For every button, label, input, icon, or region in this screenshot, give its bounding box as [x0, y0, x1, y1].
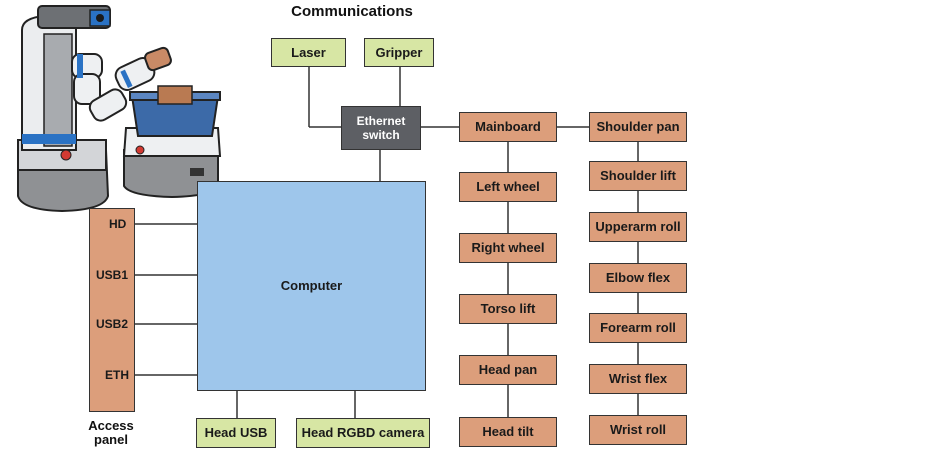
mainboard-box: Mainboard — [459, 112, 557, 142]
gripper-box: Gripper — [364, 38, 434, 67]
port-eth-label: ETH — [105, 368, 129, 382]
shoulder-pan-box: Shoulder pan — [589, 112, 687, 142]
laser-box: Laser — [271, 38, 346, 67]
torso-lift-box: Torso lift — [459, 294, 557, 324]
head-usb-box: Head USB — [196, 418, 276, 448]
access-panel-caption-line1: Access — [88, 418, 134, 433]
access-panel-caption-line2: panel — [94, 432, 128, 447]
ethernet-switch-line2: switch — [362, 128, 400, 142]
head-tilt-box: Head tilt — [459, 417, 557, 447]
port-usb2-label: USB2 — [96, 317, 129, 331]
wrist-roll-box: Wrist roll — [589, 415, 687, 445]
ethernet-switch-box: Ethernet switch — [341, 106, 421, 150]
ethernet-switch-line1: Ethernet — [356, 114, 406, 128]
port-hd-label: HD — [109, 217, 127, 231]
forearm-roll-box: Forearm roll — [589, 313, 687, 343]
upperarm-roll-box: Upperarm roll — [589, 212, 687, 242]
shoulder-lift-box: Shoulder lift — [589, 161, 687, 191]
right-wheel-box: Right wheel — [459, 233, 557, 263]
head-rgbd-camera-box: Head RGBD camera — [296, 418, 430, 448]
access-panel-caption: Access panel — [68, 419, 154, 447]
wrist-flex-box: Wrist flex — [589, 364, 687, 394]
diagram-title: Communications — [291, 3, 413, 20]
access-panel — [89, 208, 135, 412]
head-pan-box: Head pan — [459, 355, 557, 385]
left-wheel-box: Left wheel — [459, 172, 557, 202]
elbow-flex-box: Elbow flex — [589, 263, 687, 293]
robot-illustration — [17, 5, 222, 213]
port-usb1-label: USB1 — [96, 268, 129, 282]
computer-box: Computer — [197, 181, 426, 391]
